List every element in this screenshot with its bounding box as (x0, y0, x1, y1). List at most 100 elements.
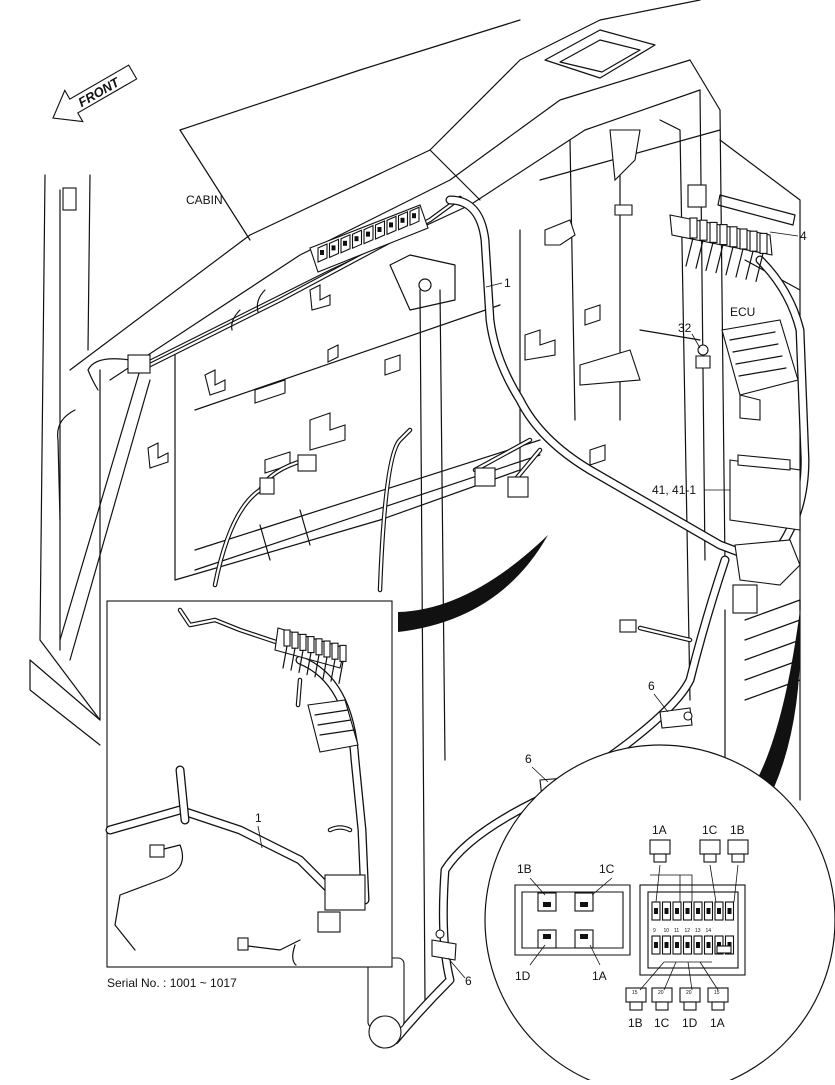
spare-fuse-top (727, 839, 749, 855)
pillar-bracket (62, 187, 77, 211)
spare-fuse-top (649, 839, 671, 855)
relay-strip (669, 194, 796, 282)
main-harness (57, 195, 810, 1045)
part-41-label: 41, 41-1 (652, 483, 696, 497)
relay-strip-wire (715, 244, 724, 274)
relay-box-label-1b: 1B (517, 862, 532, 876)
cabin-label: CABIN (186, 193, 223, 207)
inset-relay-fuse (315, 638, 323, 656)
relay-strip-fuse (699, 219, 708, 241)
inset-connector-c (237, 937, 249, 951)
cabin-fuse-terminal (354, 236, 359, 242)
cabin-fuse-terminal (320, 250, 324, 255)
relay-strip-fuse (729, 226, 738, 248)
spare-fuse-bottom-label: 1B (628, 1016, 643, 1030)
connector-h (687, 184, 707, 208)
relay-strip-fuse (709, 221, 718, 243)
relay-strip-fuse (759, 232, 768, 254)
control-box (729, 454, 801, 586)
fuse-slot-terminal (727, 908, 732, 914)
fuse-slot-terminal (706, 908, 711, 914)
spare-fuse-bottom-label: 1C (654, 1016, 670, 1030)
relay-box-label-1a: 1A (592, 969, 607, 983)
spare-fuse-top-label: 1A (652, 823, 667, 837)
relay-strip-fuse (719, 224, 728, 246)
fuse-slot-terminal (685, 908, 690, 914)
callout-arrows (398, 535, 801, 815)
connector-b (259, 477, 275, 495)
cabin-fuse-terminal (331, 245, 336, 251)
spare-fuse-bottom-label: 1D (682, 1016, 698, 1030)
ecu-unit (721, 319, 799, 421)
fuse-slot-terminal (717, 908, 721, 914)
inset-relay-wire (306, 652, 312, 676)
cabin-fuse-terminal (389, 222, 393, 228)
connector-e (507, 476, 529, 498)
front-label: FRONT (75, 74, 122, 110)
inset-relay-fuse (323, 640, 331, 658)
relay-strip-fuse (689, 217, 698, 239)
fuse-slot-terminal (696, 942, 700, 948)
inset-relay-fuse (291, 631, 299, 649)
inset-connector (317, 911, 341, 933)
relay-strip-wire (725, 246, 734, 276)
inset-relay-fuse (331, 642, 339, 660)
inset-relay-wire (282, 645, 288, 669)
relay-strip-wire (735, 248, 744, 278)
spare-fuse-leg (629, 1001, 643, 1011)
fuse-slot-number: 9 (653, 928, 656, 934)
spare-fuse-leg (731, 853, 745, 863)
fuse-slot-terminal (654, 908, 658, 914)
fuse-slot-terminal (706, 942, 711, 948)
inset-control-box (324, 874, 366, 911)
fuse-slot-number: 11 (674, 928, 679, 934)
inset-connector-b (149, 844, 165, 858)
part-6-label-a: 6 (648, 679, 655, 693)
fuse-slot-terminal (654, 942, 658, 948)
relay-strip-fuse (739, 228, 748, 250)
ecu-label: ECU (730, 305, 755, 319)
fuse-slot-terminal (675, 942, 679, 948)
relay-strip-fuse (749, 230, 758, 252)
connectors (127, 184, 758, 1049)
fuse-slot-terminal (664, 942, 669, 948)
connector-a (127, 354, 151, 374)
inset-relay-fuse (307, 636, 315, 654)
spare-fuse-rating: 20 (686, 990, 692, 996)
cabin-fuse-terminal (343, 240, 347, 246)
fuse-slot-terminal (727, 942, 732, 948)
inset-relay-fuse (339, 644, 347, 662)
fuse-slot-terminal (685, 942, 690, 948)
inset-relay-fuse (283, 629, 291, 647)
spare-fuse-top-label: 1B (730, 823, 745, 837)
spare-fuse-rating: 15 (714, 990, 720, 996)
cabin-fuse-terminal (400, 217, 405, 223)
spare-fuse-bottom-label: 1A (710, 1016, 725, 1030)
brackets (147, 129, 641, 474)
fuse-slot-terminal (717, 942, 721, 948)
inset-part-1-label: 1 (255, 811, 262, 825)
inset-relay-wire (314, 654, 320, 678)
cabin-fuse-terminal (366, 231, 370, 237)
inset-relay-wire (298, 649, 304, 673)
inset-relay-wire (330, 658, 336, 682)
spare-fuse-rating: 20 (658, 990, 664, 996)
fuse-slot-terminal (696, 908, 700, 914)
connector-c (297, 454, 317, 472)
spare-fuse-leg (711, 1001, 725, 1011)
part-1-label: 1 (504, 276, 511, 290)
inset-relay-wire (322, 656, 328, 680)
inset-serial-view: 1 (105, 600, 393, 968)
serial-label: Serial No. : 1001 ~ 1017 (107, 976, 237, 990)
cabin-fuse-block (309, 204, 429, 273)
fuse-slot-number: 12 (685, 928, 691, 934)
spare-fuse-leg (653, 853, 667, 863)
fuse-slot-terminal (664, 908, 669, 914)
relay-box-label-1d: 1D (515, 969, 531, 983)
front-arrow: FRONT (52, 64, 138, 123)
part-6-label-c: 6 (465, 974, 472, 988)
fuse-slot-terminal (675, 908, 679, 914)
fuse-slot-number: 10 (664, 928, 670, 934)
